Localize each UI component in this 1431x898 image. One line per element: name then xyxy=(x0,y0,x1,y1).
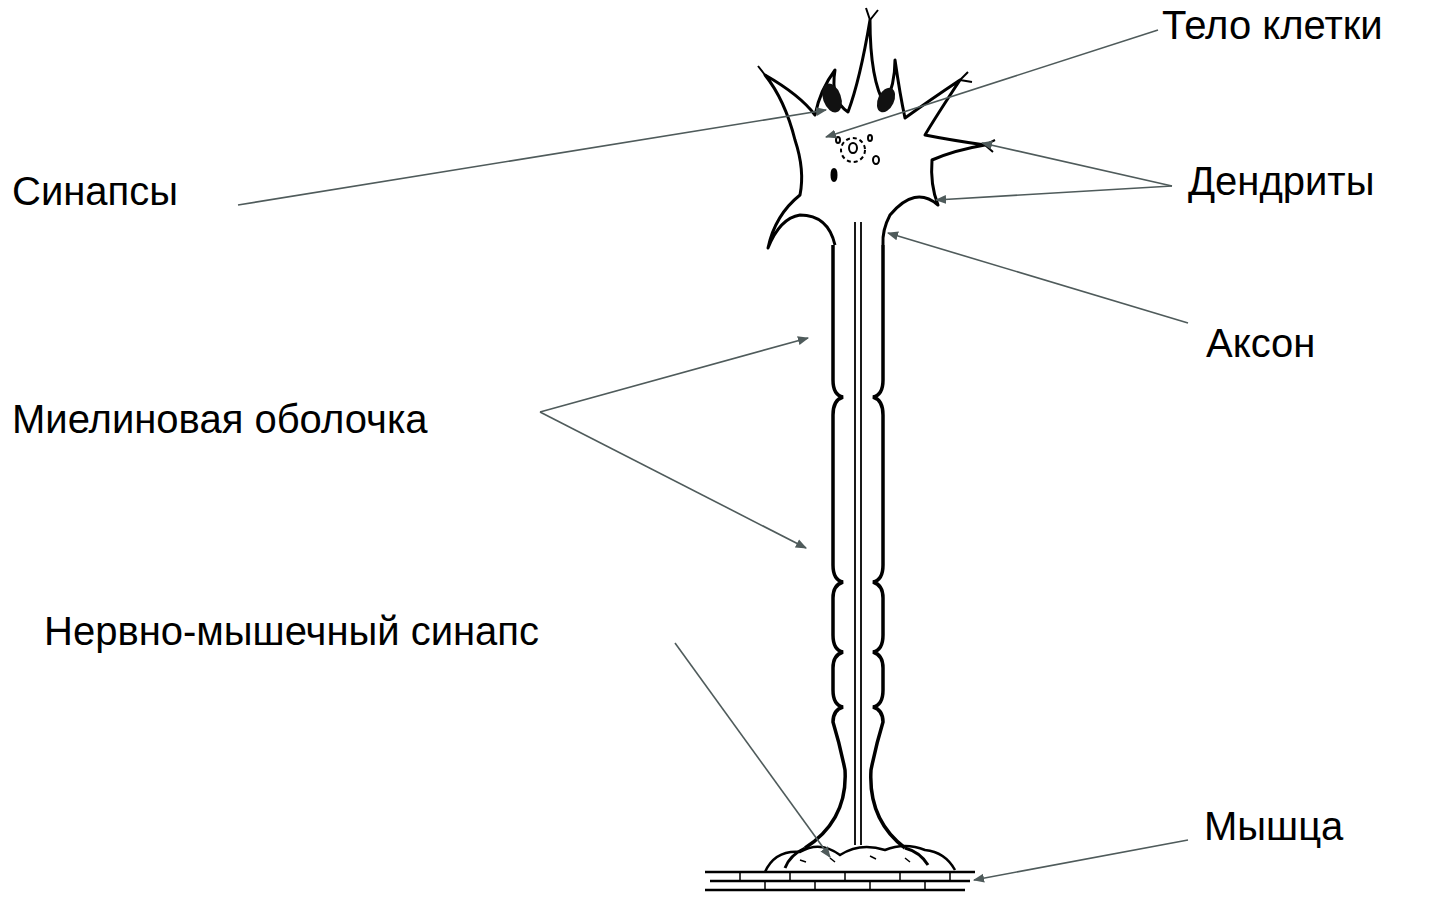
synapse-knobs xyxy=(818,81,898,115)
axon-core xyxy=(855,222,861,845)
part-label: Аксон xyxy=(1206,320,1315,366)
part-label: Мышца xyxy=(1204,803,1343,849)
muscle xyxy=(705,846,975,890)
part-label: Тело клетки xyxy=(1162,2,1383,48)
part-label: Нервно-мышечный синапс xyxy=(44,608,539,654)
leader-lines xyxy=(238,30,1188,880)
part-label: Синапсы xyxy=(12,168,178,214)
part-label: Дендриты xyxy=(1188,158,1374,204)
part-label: Миелиновая оболочка xyxy=(12,396,428,442)
cell-body xyxy=(758,8,995,248)
nucleus xyxy=(832,135,880,181)
